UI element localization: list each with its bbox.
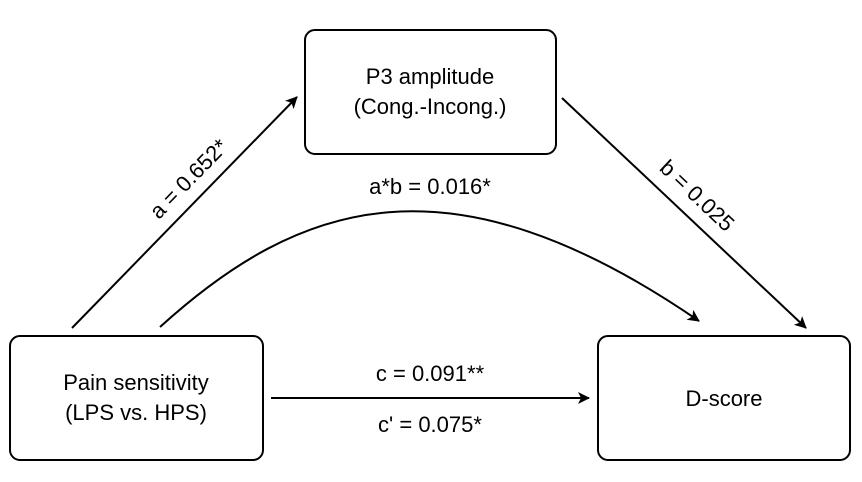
mediator-label-line2: (Cong.-Incong.)	[354, 94, 507, 119]
predictor-label-line2: (LPS vs. HPS)	[65, 400, 207, 425]
predictor-label-line1: Pain sensitivity	[63, 370, 209, 395]
predictor-node: Pain sensitivity (LPS vs. HPS)	[9, 335, 264, 461]
outcome-label: D-score	[685, 386, 762, 411]
outcome-node: D-score	[597, 335, 851, 461]
indirect-effect-curve	[159, 210, 700, 328]
path-a-label: a = 0.652*	[144, 134, 233, 224]
path-c-prime-label: c' = 0.075*	[378, 412, 482, 437]
mediator-label-line1: P3 amplitude	[366, 64, 494, 89]
path-c-label: c = 0.091**	[376, 361, 485, 386]
mediator-node: P3 amplitude (Cong.-Incong.)	[304, 29, 557, 155]
predictor-box	[9, 335, 264, 461]
path-b-arrow	[561, 97, 807, 329]
path-a-arrow	[71, 96, 298, 329]
mediator-box	[304, 29, 557, 155]
outcome-box	[597, 335, 851, 461]
indirect-effect-label: a*b = 0.016*	[369, 174, 491, 199]
